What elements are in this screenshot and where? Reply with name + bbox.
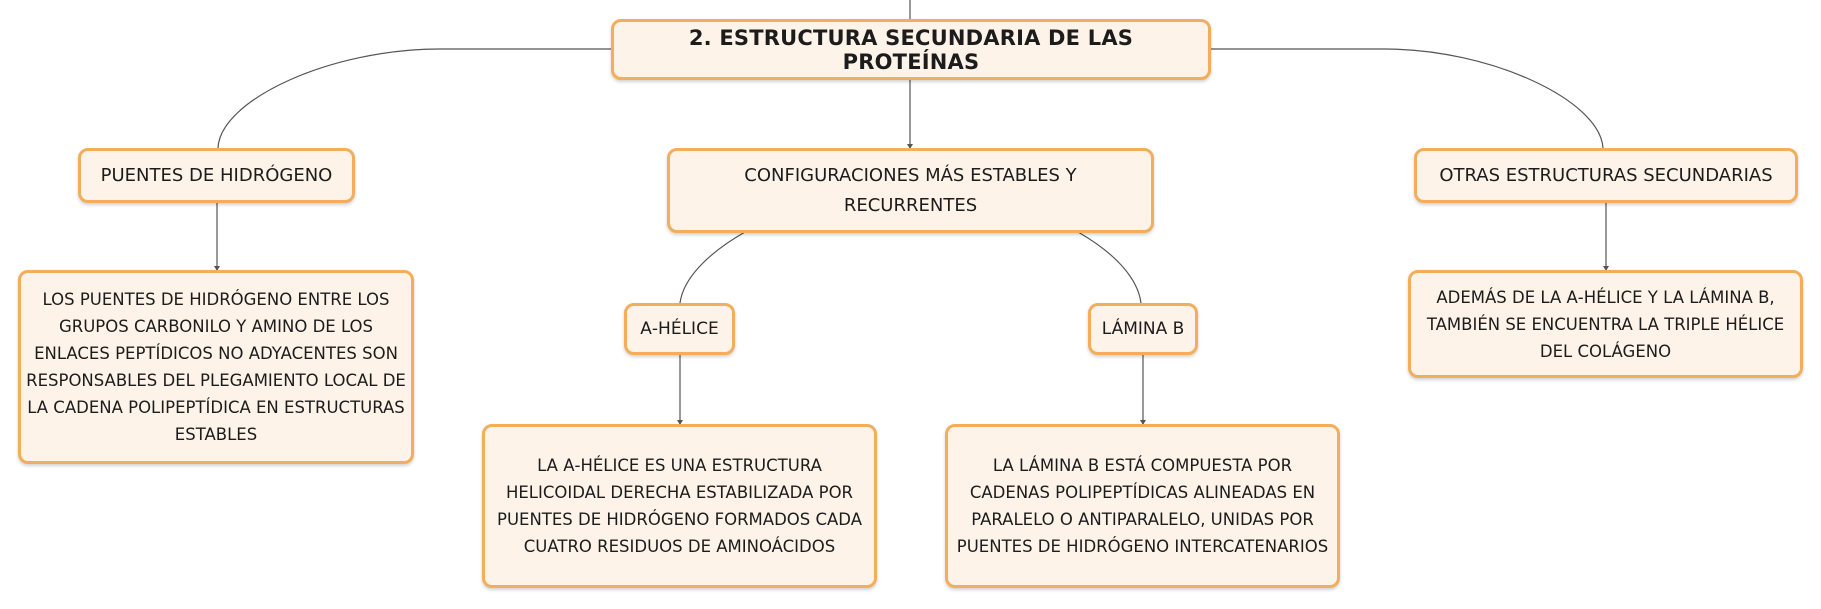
connector-root-to-otras [1210,48,1604,149]
detail-alfa-helice-text: LA Α-HÉLICE ES UNA ESTRUCTURA HELICOIDAL… [497,456,862,556]
node-otras-estructuras-label: OTRAS ESTRUCTURAS SECUNDARIAS [1439,164,1773,186]
node-alfa-helice-label: Α-HÉLICE [640,319,719,339]
detail-otras-estructuras[interactable]: ADEMÁS DE LA Α-HÉLICE Y LA LÁMINA Β, TAM… [1408,270,1803,378]
node-configuraciones[interactable]: CONFIGURACIONES MÁS ESTABLES Y RECURRENT… [667,148,1154,233]
root-node-label: 2. ESTRUCTURA SECUNDARIA DE LAS PROTEÍNA… [688,25,1134,74]
detail-puentes-de-hidrogeno-text: LOS PUENTES DE HIDRÓGENO ENTRE LOS GRUPO… [26,290,406,444]
detail-alfa-helice[interactable]: LA Α-HÉLICE ES UNA ESTRUCTURA HELICOIDAL… [482,424,877,588]
connector-config-to-beta [1077,231,1142,304]
node-puentes-de-hidrogeno[interactable]: PUENTES DE HIDRÓGENO [78,148,355,203]
arrowhead-config [907,144,913,149]
node-lamina-beta-label: LÁMINA Β [1101,319,1185,339]
arrowhead-beta-detail [1140,420,1146,425]
detail-lamina-beta[interactable]: LA LÁMINA Β ESTÁ COMPUESTA POR CADENAS P… [945,424,1340,588]
arrowhead-alfa-detail [677,420,683,425]
connector-root-to-puentes [217,48,612,149]
detail-otras-estructuras-text: ADEMÁS DE LA Α-HÉLICE Y LA LÁMINA Β, TAM… [1426,287,1785,361]
detail-lamina-beta-text: LA LÁMINA Β ESTÁ COMPUESTA POR CADENAS P… [956,456,1329,556]
detail-puentes-de-hidrogeno[interactable]: LOS PUENTES DE HIDRÓGENO ENTRE LOS GRUPO… [18,270,414,464]
node-otras-estructuras[interactable]: OTRAS ESTRUCTURAS SECUNDARIAS [1414,148,1798,203]
node-configuraciones-label: CONFIGURACIONES MÁS ESTABLES Y RECURRENT… [744,164,1077,216]
root-node[interactable]: 2. ESTRUCTURA SECUNDARIA DE LAS PROTEÍNA… [611,19,1211,80]
node-lamina-beta[interactable]: LÁMINA Β [1088,303,1198,355]
arrowhead-otras-detail [1603,266,1609,271]
connector-config-to-alfa [679,231,746,304]
arrowhead-puentes-detail [214,266,220,271]
node-alfa-helice[interactable]: Α-HÉLICE [624,303,735,355]
node-puentes-de-hidrogeno-label: PUENTES DE HIDRÓGENO [100,164,333,186]
